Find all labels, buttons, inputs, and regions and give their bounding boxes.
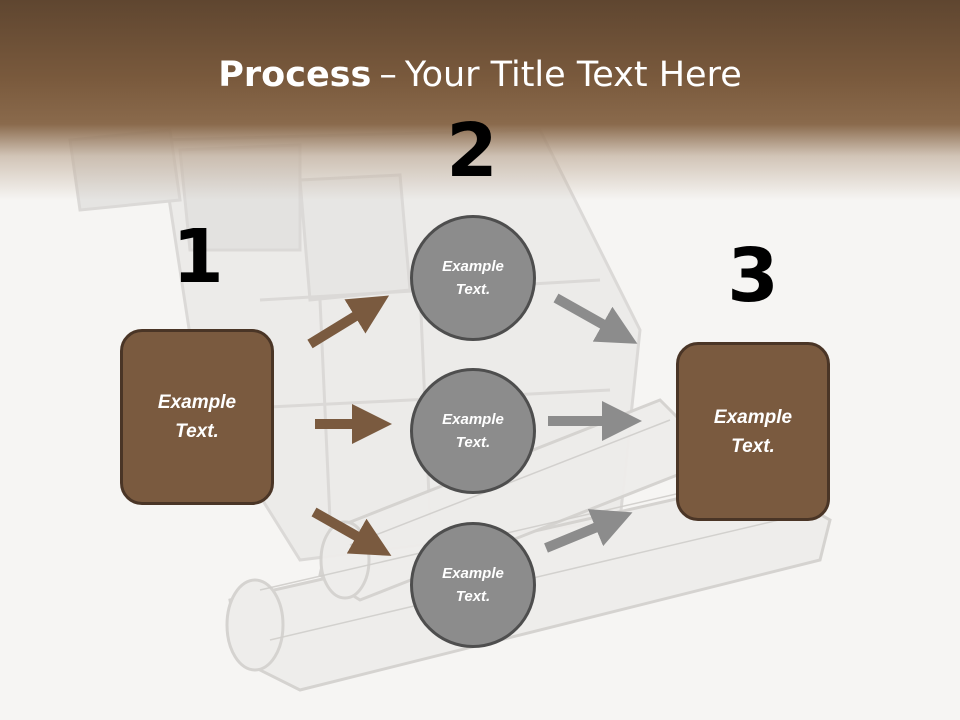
left-box-text: Example Text. (157, 392, 237, 442)
title-rest: Your Title Text Here (404, 55, 742, 95)
right-process-box: Example Text. (676, 342, 830, 521)
slide-title: Process–Your Title Text Here (0, 52, 960, 98)
left-process-box: Example Text. (120, 329, 274, 505)
arrow-box-to-circle-top (307, 295, 390, 349)
circle-middle: Example Text. (410, 368, 536, 494)
header-band (0, 0, 960, 200)
circle-top-text: Example Text. (442, 258, 504, 298)
circle-top: Example Text. (410, 215, 536, 341)
step-number-2: 2 (446, 108, 498, 194)
circle-bottom-text: Example Text. (442, 565, 504, 605)
arrow-box-to-circle-bottom (311, 507, 392, 556)
step-number-1: 1 (172, 214, 224, 300)
title-separator: – (379, 55, 397, 95)
circle-middle-text: Example Text. (442, 411, 504, 451)
arrow-circle-top-to-box (553, 293, 638, 344)
circle-bottom: Example Text. (410, 522, 536, 648)
right-box-text: Example Text. (713, 406, 793, 457)
step-number-3: 3 (727, 233, 779, 319)
title-bold-word: Process (218, 55, 372, 95)
arrow-circle-bottom-to-box (544, 509, 633, 553)
